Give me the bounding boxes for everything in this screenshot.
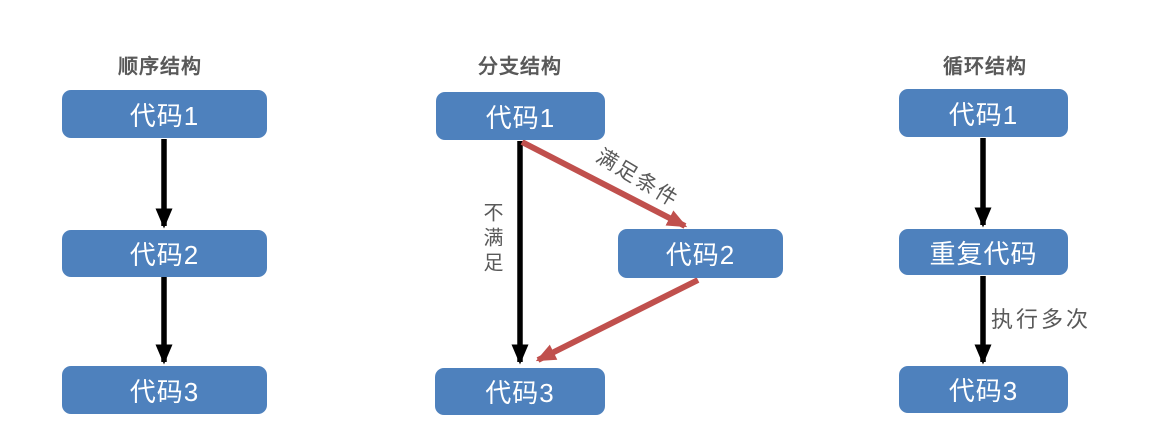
loop-box-code1: 代码1 xyxy=(899,89,1068,137)
sequential-box-code2: 代码2 xyxy=(62,230,267,277)
branch-box-code3: 代码3 xyxy=(435,368,605,415)
branch-label-satisfied: 满足条件 xyxy=(591,144,683,212)
branch-arrow-merge-diagonal-icon xyxy=(535,277,700,363)
loop-structure-title: 循环结构 xyxy=(943,56,1027,78)
branch-box-code2: 代码2 xyxy=(618,229,783,278)
branch-structure-title: 分支结构 xyxy=(478,56,562,78)
sequential-box-code1: 代码1 xyxy=(62,90,267,138)
branch-box-code1: 代码1 xyxy=(436,92,605,140)
branch-label-not-satisfied: 不满足 xyxy=(480,202,502,277)
loop-box-code3: 代码3 xyxy=(899,366,1068,413)
sequential-box-code3: 代码3 xyxy=(62,366,267,414)
sequential-structure-title: 顺序结构 xyxy=(118,56,202,78)
loop-box-repeat-code: 重复代码 xyxy=(899,229,1068,275)
loop-label-execute-multiple-times: 执行多次 xyxy=(991,307,1092,332)
